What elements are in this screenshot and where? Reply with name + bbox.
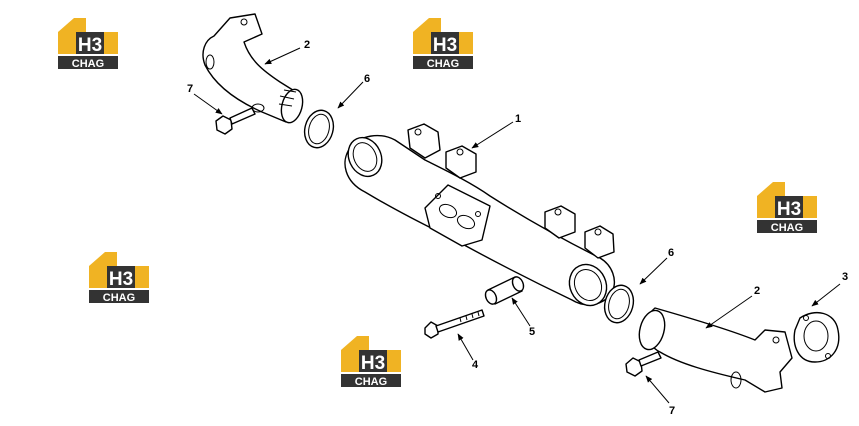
- callout-5: 5: [529, 326, 535, 338]
- elbow-pipe-upper-part: [202, 13, 304, 124]
- watermark-logo: H3 CHAG: [89, 252, 149, 304]
- watermark-text: CHAG: [427, 58, 459, 70]
- spacer-sleeve-part: [484, 276, 525, 305]
- callout-1: 1: [515, 113, 521, 125]
- watermark-mark: H3: [78, 35, 102, 56]
- watermark-mark: H3: [433, 35, 457, 56]
- bolt-part: [424, 309, 485, 339]
- watermark-mark: H3: [109, 269, 133, 290]
- watermark-mark: H3: [361, 353, 385, 374]
- watermark-logo: H3 CHAG: [757, 182, 817, 234]
- seal-ring-upper-part: [303, 109, 335, 149]
- callout-7-upper: 7: [187, 83, 193, 95]
- elbow-pipe-lower-part: [638, 307, 793, 393]
- watermark-text: CHAG: [72, 58, 104, 70]
- callout-3: 3: [842, 271, 848, 283]
- watermark-text: CHAG: [355, 376, 387, 388]
- callout-6-lower: 6: [668, 247, 674, 259]
- leader-lines: [193, 47, 841, 404]
- cap-screw-lower-part: [625, 351, 662, 377]
- callout-6-upper: 6: [364, 73, 370, 85]
- watermark-logo: H3 CHAG: [341, 336, 401, 388]
- cap-screw-upper-part: [215, 103, 265, 135]
- callout-7-lower: 7: [669, 405, 675, 417]
- watermark-logo: H3 CHAG: [413, 18, 473, 70]
- watermark-text: CHAG: [771, 222, 803, 234]
- callout-2-upper: 2: [304, 39, 310, 51]
- exhaust-manifold-part: [344, 123, 616, 307]
- callout-2-lower: 2: [754, 285, 760, 297]
- seal-ring-lower-part: [603, 284, 635, 324]
- gasket-part: [793, 311, 840, 363]
- watermark-mark: H3: [777, 199, 801, 220]
- watermark-text: CHAG: [103, 292, 135, 304]
- callout-4: 4: [472, 359, 479, 371]
- watermark-logo: H3 CHAG: [58, 18, 118, 70]
